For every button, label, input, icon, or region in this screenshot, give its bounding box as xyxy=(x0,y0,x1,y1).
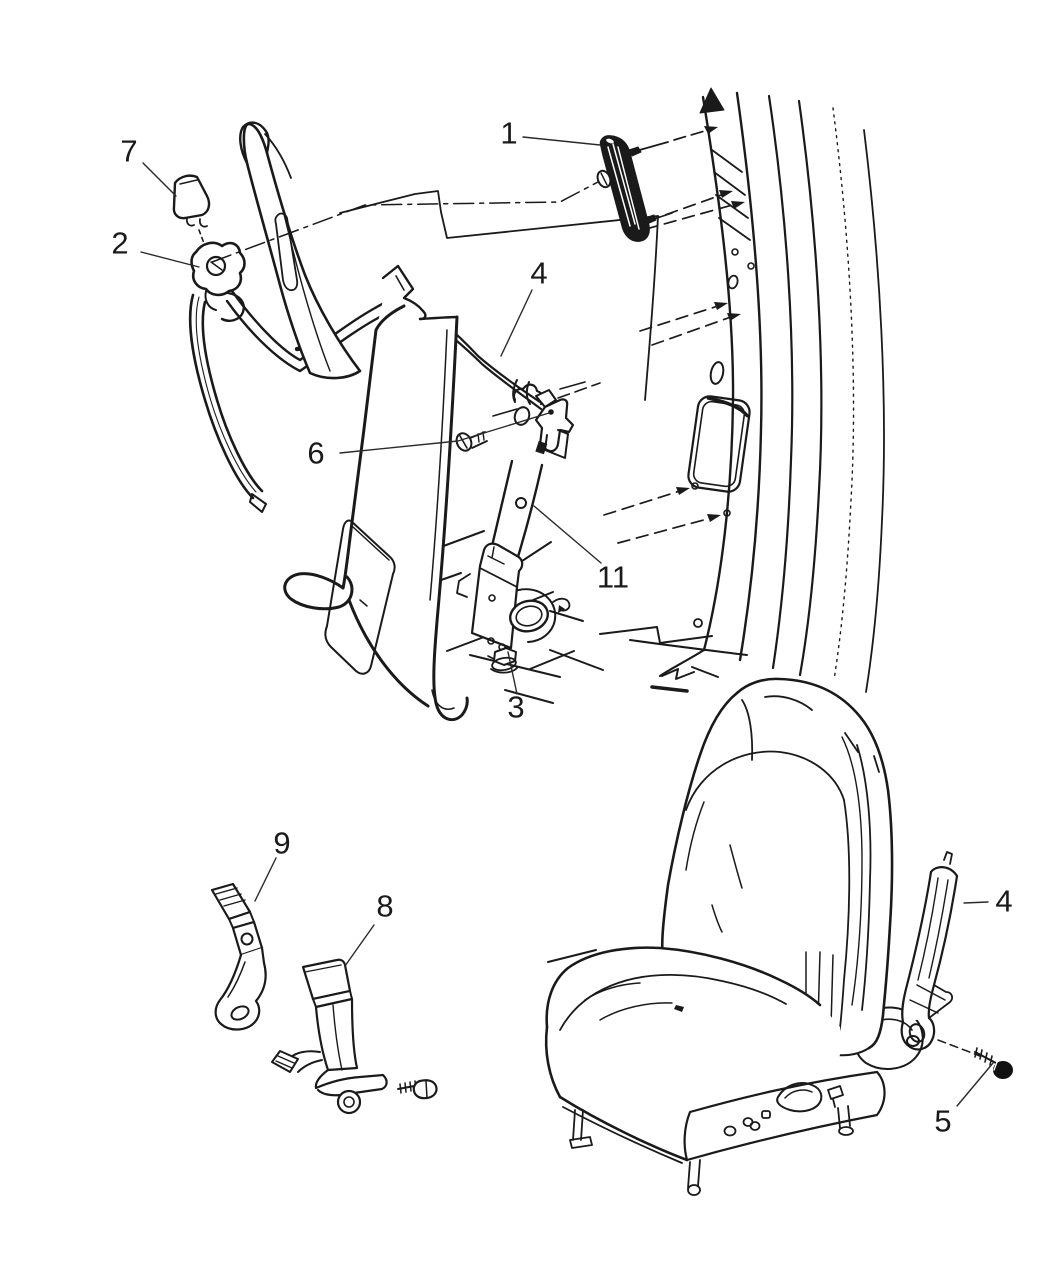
buckle-8 xyxy=(271,958,388,1115)
upper-pillar-trim xyxy=(239,121,362,380)
callout-7: 7 xyxy=(120,133,138,169)
callout-4-upper: 4 xyxy=(530,255,548,291)
callout-5: 5 xyxy=(934,1103,952,1139)
callout-2: 2 xyxy=(111,225,129,261)
bolt-8 xyxy=(397,1079,438,1100)
pillar-inner-structure xyxy=(339,87,885,963)
belt-anchor-strap xyxy=(900,851,981,1057)
retractor-assembly xyxy=(456,459,571,674)
leader-lines xyxy=(140,136,994,1107)
callout-9: 9 xyxy=(273,825,291,861)
mounting-arrows xyxy=(603,126,745,544)
turning-loop xyxy=(190,241,246,322)
callout-4-lower: 4 xyxy=(995,883,1013,919)
front-seat xyxy=(544,677,924,1196)
lower-pillar-trim xyxy=(283,264,469,722)
trim-cap xyxy=(172,174,211,247)
callout-8: 8 xyxy=(376,888,394,924)
callout-3: 3 xyxy=(507,689,525,725)
callout-6: 6 xyxy=(307,435,325,471)
height-adjuster xyxy=(596,135,673,242)
callout-11: 11 xyxy=(596,559,630,595)
buckle-9 xyxy=(210,882,267,1031)
callout-1: 1 xyxy=(500,115,518,151)
bolt-5 xyxy=(974,1047,1013,1079)
belt-anchor-bracket xyxy=(512,379,575,459)
